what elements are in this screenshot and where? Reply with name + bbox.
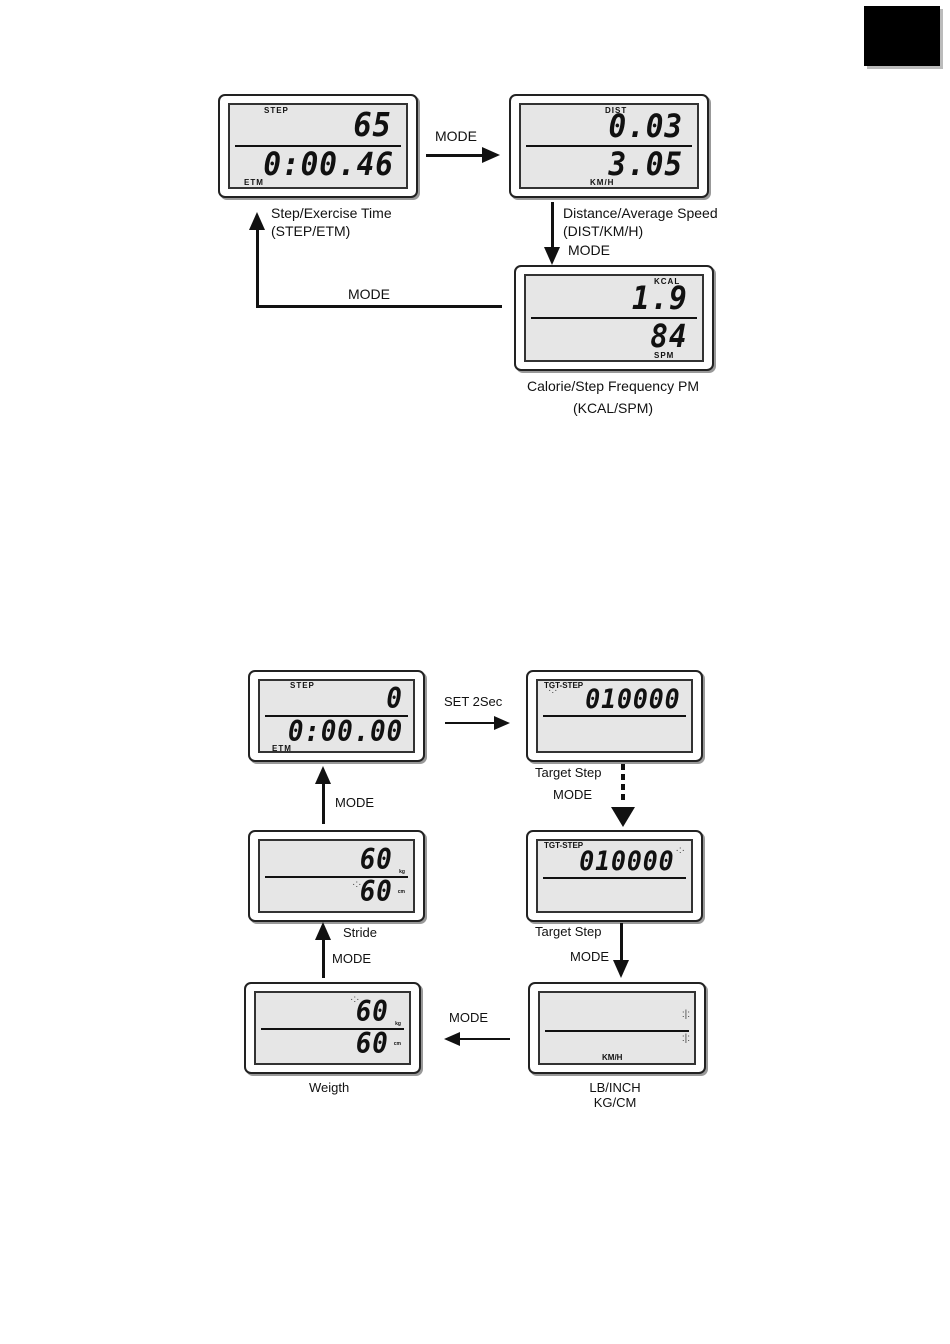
- lcd-value-distance: 0.03: [608, 107, 683, 145]
- caption-target-step-2: Target Step: [535, 924, 602, 939]
- lcd-label-etm-2: ETM: [272, 744, 292, 753]
- lcd-dist-speed: DIST 0.03 3.05 KM/H: [509, 94, 709, 198]
- lcd-value-steps: 65: [353, 105, 392, 144]
- lcd-value-steps-2: 0: [386, 682, 403, 715]
- lcd-stride: 60 kg 60 cm ·:·: [248, 830, 425, 922]
- lcd-label-kcal: KCAL: [654, 277, 681, 286]
- lcd-weight: 60 kg ·:· 60 cm: [244, 982, 421, 1074]
- lcd-label-dist: DIST: [605, 106, 628, 115]
- mode-label-5: MODE: [335, 795, 374, 810]
- caption-stride: Stride: [343, 925, 377, 940]
- lcd-unit-kg-2: kg: [395, 1021, 401, 1027]
- lcd-step-reset: STEP 0 0:00.00 ETM: [248, 670, 425, 762]
- mode-label-7: MODE: [332, 951, 371, 966]
- lcd-value-spm: 84: [650, 317, 688, 355]
- lcd-label-step: STEP: [264, 106, 289, 115]
- caption-step-etm: Step/Exercise Time (STEP/ETM): [271, 205, 392, 239]
- lcd-value-time-2: 0:00.00: [287, 715, 403, 748]
- lcd-target-step-2: TGT-STEP 010000 ·:·: [526, 830, 703, 922]
- mode-label-6: MODE: [570, 949, 609, 964]
- caption-weight: Weigth: [309, 1080, 350, 1095]
- caption-unit-select: LB/INCH KG/CM: [589, 1080, 641, 1110]
- lcd-label-etm: ETM: [244, 178, 264, 187]
- mode-label-8: MODE: [449, 1010, 488, 1025]
- lcd-value-stride-bottom: 60: [360, 875, 393, 908]
- lcd-value-time: 0:00.46: [263, 145, 394, 183]
- lcd-value-kcal: 1.9: [632, 279, 688, 317]
- caption-dist-speed: Distance/Average Speed (DIST/KM/H): [563, 205, 718, 239]
- mode-label-1: MODE: [435, 128, 477, 144]
- mode-label-3: MODE: [348, 286, 390, 302]
- lcd-value-target-1: 010000: [585, 684, 681, 715]
- lcd-unit-cm-2: cm: [393, 1041, 401, 1047]
- lcd-target-step-1: TGT-STEP 010000 ·:·: [526, 670, 703, 762]
- lcd-value-weight-top: 60: [356, 995, 389, 1028]
- set-2sec-label: SET 2Sec: [444, 694, 503, 709]
- caption-kcal-spm: Calorie/Step Frequency PM (KCAL/SPM): [527, 378, 699, 416]
- section-tab-marker: [864, 6, 940, 66]
- lcd-unit-kg-1: kg: [399, 869, 405, 875]
- mode-label-4: MODE: [553, 787, 592, 802]
- lcd-value-target-2: 010000: [579, 846, 675, 877]
- lcd-label-kmh: KM/H: [590, 178, 615, 187]
- caption-target-step-1: Target Step: [535, 765, 602, 780]
- lcd-value-speed: 3.05: [608, 145, 683, 183]
- lcd-label-tgt-step-2: TGT-STEP: [544, 841, 584, 850]
- lcd-label-step-2: STEP: [290, 681, 315, 690]
- lcd-unit-cm-1: cm: [397, 889, 405, 895]
- lcd-step-etm: STEP 65 0:00.46 ETM: [218, 94, 418, 198]
- mode-label-2: MODE: [568, 242, 610, 258]
- lcd-kcal-spm: KCAL 1.9 84 SPM: [514, 265, 714, 371]
- lcd-value-weight-bottom: 60: [356, 1027, 389, 1060]
- lcd-label-kmh-2: KM/H: [602, 1053, 623, 1062]
- lcd-label-tgt-step-1: TGT-STEP: [544, 681, 584, 690]
- lcd-label-spm: SPM: [654, 351, 675, 360]
- lcd-value-stride-top: 60: [360, 843, 393, 876]
- lcd-unit-select: :|: :|: KM/H: [528, 982, 706, 1074]
